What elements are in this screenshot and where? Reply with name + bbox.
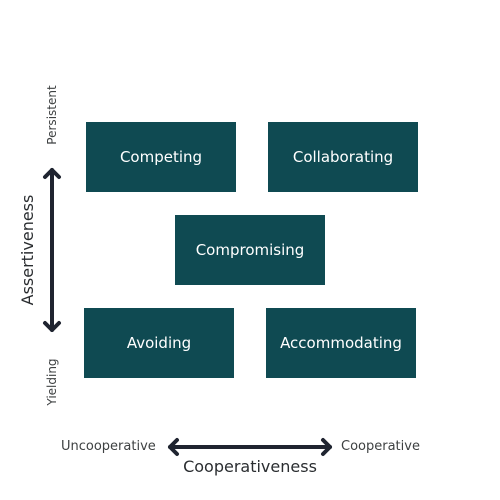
accommodating-label: Accommodating xyxy=(280,334,402,352)
compromising-box: Compromising xyxy=(175,215,325,285)
accommodating-box: Accommodating xyxy=(266,308,416,378)
x-axis-title: Cooperativeness xyxy=(183,457,317,476)
collaborating-box: Collaborating xyxy=(268,122,418,192)
x-axis-left-label: Uncooperative xyxy=(61,439,156,454)
y-axis-bottom-label: Yielding xyxy=(45,358,59,406)
x-axis-right-label: Cooperative xyxy=(341,439,420,454)
avoiding-box: Avoiding xyxy=(84,308,234,378)
competing-box: Competing xyxy=(86,122,236,192)
y-axis-top-label: Persistent xyxy=(45,85,59,145)
x-axis-double-arrow xyxy=(168,438,332,456)
y-axis-double-arrow xyxy=(43,168,61,332)
avoiding-label: Avoiding xyxy=(126,334,192,352)
y-axis-title: Assertiveness xyxy=(18,194,37,306)
compromising-label: Compromising xyxy=(195,241,305,259)
collaborating-label: Collaborating xyxy=(292,148,394,166)
competing-label: Competing xyxy=(119,148,203,166)
